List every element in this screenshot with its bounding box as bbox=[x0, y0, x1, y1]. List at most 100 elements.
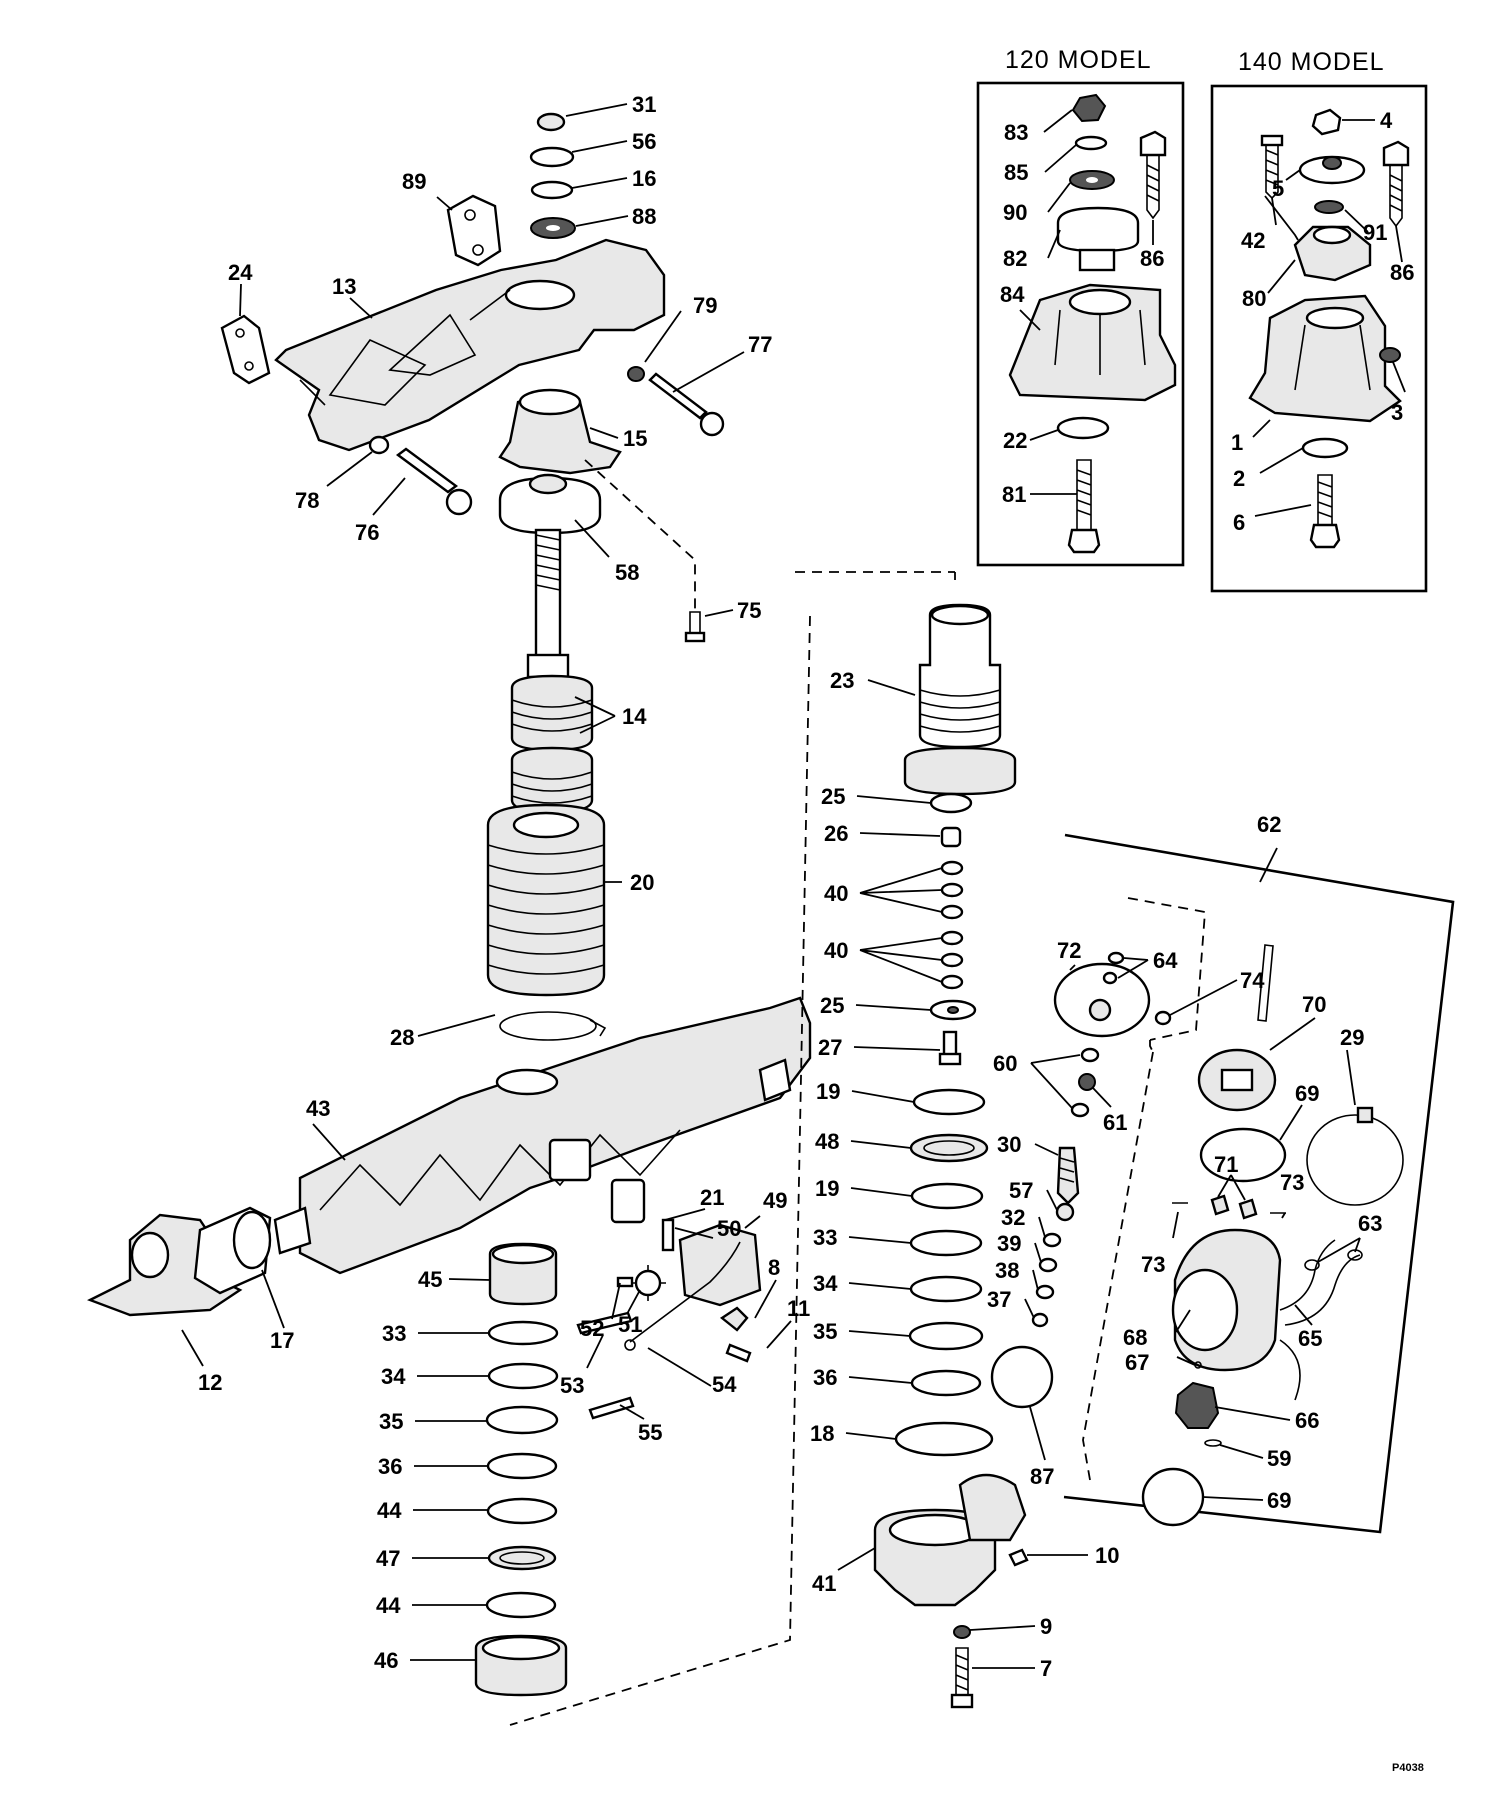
callout-39: 39 bbox=[997, 1231, 1021, 1256]
drawing-code: P4038 bbox=[1392, 1762, 1424, 1774]
callout-3: 3 bbox=[1391, 400, 1403, 425]
king-pin-threads bbox=[535, 534, 561, 591]
trim-sender-49 bbox=[678, 1223, 762, 1307]
model-120-inset: 120 MODEL bbox=[976, 46, 1185, 567]
bracket-1-ribs bbox=[1294, 324, 1371, 391]
callout-25b: 25 bbox=[820, 993, 844, 1018]
callout-34-left: 34 bbox=[381, 1364, 406, 1389]
callout-69a: 69 bbox=[1295, 1081, 1319, 1106]
callout-63: 63 bbox=[1358, 1211, 1382, 1236]
washer-59 bbox=[1204, 1439, 1222, 1447]
bracket-12-bore bbox=[130, 1231, 170, 1279]
callout-19b: 19 bbox=[815, 1176, 839, 1201]
callout-66: 66 bbox=[1295, 1408, 1319, 1433]
pin-77-head bbox=[699, 411, 725, 437]
bracket-84 bbox=[1008, 283, 1177, 402]
callout-73b: 73 bbox=[1141, 1252, 1165, 1277]
callout-48: 48 bbox=[815, 1129, 839, 1154]
link-24 bbox=[220, 314, 271, 385]
callout-45: 45 bbox=[418, 1267, 442, 1292]
spring-stack bbox=[486, 528, 607, 1041]
bolt-7-head bbox=[950, 1693, 974, 1709]
washer-40-6 bbox=[940, 974, 964, 990]
dash-15-75 bbox=[584, 459, 696, 610]
bearing-45-top bbox=[491, 1243, 555, 1265]
shim-36-left bbox=[486, 1452, 558, 1480]
shim-36-right bbox=[910, 1369, 982, 1397]
callout-38: 38 bbox=[995, 1258, 1019, 1283]
callout-32: 32 bbox=[1001, 1205, 1025, 1230]
callout-46: 46 bbox=[374, 1648, 398, 1673]
callout-79: 79 bbox=[693, 293, 717, 318]
callout-58: 58 bbox=[615, 560, 639, 585]
end-cover-72-hub bbox=[1088, 998, 1112, 1022]
springs-73 bbox=[1172, 1202, 1286, 1214]
spring-14-upper bbox=[510, 674, 594, 752]
race-44-upper bbox=[486, 1497, 558, 1525]
screw-11 bbox=[725, 1343, 752, 1363]
shim-34-left bbox=[487, 1362, 559, 1390]
callout-85: 85 bbox=[1004, 160, 1028, 185]
callout-87: 87 bbox=[1030, 1464, 1054, 1489]
shim-34-right bbox=[909, 1275, 983, 1303]
pin-77-shank bbox=[648, 372, 708, 420]
callout-53: 53 bbox=[560, 1373, 584, 1398]
bushing-58 bbox=[498, 476, 602, 535]
callout-44-lower: 44 bbox=[376, 1593, 401, 1618]
washer-91 bbox=[1314, 200, 1344, 214]
washer-40-2 bbox=[940, 882, 964, 898]
mount-80 bbox=[1293, 225, 1372, 282]
left-bearing-stack bbox=[474, 1242, 568, 1697]
callout-80: 80 bbox=[1242, 286, 1266, 311]
callout-64: 64 bbox=[1153, 948, 1178, 973]
bracket-1-bore bbox=[1305, 306, 1365, 330]
steering-shaft-23 bbox=[918, 603, 1002, 749]
washer-2 bbox=[1301, 437, 1349, 459]
washer-78 bbox=[368, 435, 390, 455]
spring-14-lower-coils bbox=[511, 771, 593, 804]
washer-38 bbox=[1035, 1284, 1055, 1300]
nut-83 bbox=[1071, 93, 1107, 123]
bearing-46-top bbox=[481, 1635, 561, 1661]
swivel-bracket-13-bore bbox=[504, 279, 576, 311]
callout-44-upper: 44 bbox=[377, 1498, 402, 1523]
callout-43: 43 bbox=[306, 1096, 330, 1121]
bolt-86-head bbox=[1139, 130, 1167, 157]
callout-41: 41 bbox=[812, 1571, 836, 1596]
model-140-inset: 140 MODEL bbox=[1210, 48, 1428, 593]
callout-56: 56 bbox=[632, 129, 656, 154]
swivel-bracket-13 bbox=[274, 238, 666, 452]
right-small-parts bbox=[1031, 1047, 1100, 1328]
bolt-6-shank bbox=[1317, 474, 1333, 526]
callout-12: 12 bbox=[198, 1370, 222, 1395]
callout-10: 10 bbox=[1095, 1543, 1119, 1568]
callout-23: 23 bbox=[830, 668, 854, 693]
callout-19a: 19 bbox=[816, 1079, 840, 1104]
shim-19a bbox=[912, 1088, 986, 1116]
model-120-frame bbox=[976, 81, 1185, 567]
callout-86b: 86 bbox=[1390, 260, 1414, 285]
callout-68: 68 bbox=[1123, 1325, 1147, 1350]
callout-65: 65 bbox=[1298, 1326, 1322, 1351]
callout-33-left: 33 bbox=[382, 1321, 406, 1346]
gimbal-housing-43-right-end bbox=[758, 1058, 792, 1102]
motor-dash-lower bbox=[1082, 1051, 1154, 1481]
gimbal-housing-43-window bbox=[548, 1138, 592, 1182]
callout-21: 21 bbox=[700, 1185, 724, 1210]
callout-86a: 86 bbox=[1140, 246, 1164, 271]
washer-25a bbox=[929, 792, 973, 814]
shim-33-right bbox=[909, 1229, 983, 1257]
washer-85 bbox=[1074, 135, 1108, 151]
washer-60b bbox=[1070, 1102, 1090, 1118]
gimbal-housing-43-left-end bbox=[273, 1206, 312, 1255]
motor-dash-upper-b bbox=[1149, 1040, 1153, 1051]
callout-67: 67 bbox=[1125, 1350, 1149, 1375]
callout-20: 20 bbox=[630, 870, 654, 895]
callout-4: 4 bbox=[1380, 108, 1393, 133]
washer-64a bbox=[1107, 951, 1125, 965]
housing-15-top bbox=[518, 388, 582, 416]
callout-26: 26 bbox=[824, 821, 848, 846]
callout-25a: 25 bbox=[821, 784, 845, 809]
callout-22: 22 bbox=[1003, 428, 1027, 453]
